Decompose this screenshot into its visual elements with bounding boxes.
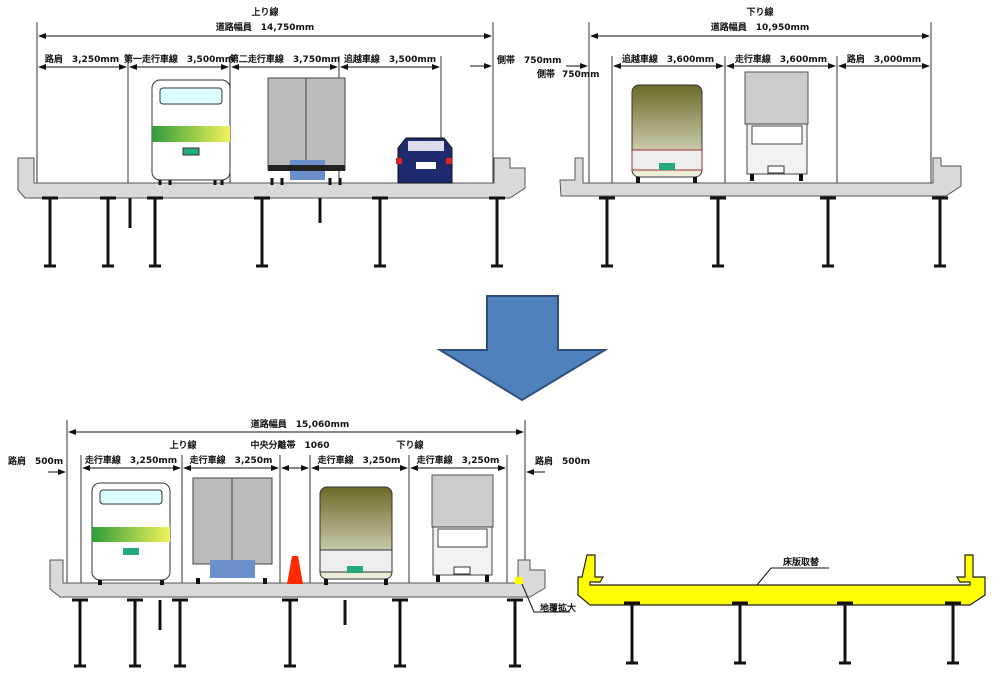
replaced-slab-section: 床版取替: [577, 554, 986, 665]
deck-slab: [559, 157, 962, 197]
traffic-cone-icon: [287, 556, 303, 584]
up-lane-label: 第一走行車線 3,500mm: [124, 53, 234, 65]
after-lane-label: 走行車線 3,250mm: [84, 454, 177, 466]
deck-slab: [17, 157, 526, 199]
up-title: 上り線: [251, 6, 278, 18]
bus-front-illustration: [631, 84, 703, 183]
after-up-title: 上り線: [169, 439, 196, 451]
up-lane-label: 路肩 3,250mm: [45, 53, 119, 65]
after-total-width: 道路幅員 15,060mm: [251, 418, 350, 430]
down-side-strip-value: 750mm: [562, 70, 600, 80]
down-title: 下り線: [746, 6, 773, 18]
bus-front-illustration: [319, 486, 393, 585]
curb-note: 地覆拡大: [540, 602, 576, 614]
girders: [72, 598, 523, 668]
down-side-strip-label: 側帯: [536, 68, 555, 80]
truck-front-illustration: [431, 474, 494, 582]
down-lane-label: 走行車線 3,600mm: [734, 53, 827, 65]
girders: [42, 196, 505, 268]
after-lane-label: 走行車線 3,250m: [317, 454, 401, 466]
up-total-width: 道路幅員 14,750mm: [216, 21, 315, 33]
replaced-deck-slab: [577, 554, 986, 606]
deck-slab: [49, 559, 546, 598]
down-arrow: [436, 295, 609, 402]
after-lane-label: 走行車線 3,250m: [416, 454, 500, 466]
after-down-title: 下り線: [396, 439, 423, 451]
down-total-width: 道路幅員 10,950mm: [711, 21, 810, 33]
bus-rear-illustration: [151, 79, 231, 185]
slab-note: 床版取替: [783, 556, 820, 568]
up-lane-label: 追越車線 3,500mm: [344, 53, 436, 65]
after-lane-label: 走行車線 3,250m: [189, 454, 273, 466]
girders: [599, 196, 948, 268]
before-up-section: 上り線 道路幅員 14,750mm 路肩 3,250mm 第一走行車線 3,50…: [17, 6, 562, 268]
truck-rear-illustration: [267, 77, 346, 185]
curb-widening-mark: [515, 577, 523, 584]
down-lane-label: 路肩 3,000mm: [847, 53, 921, 65]
up-lane-label: 第二走行車線 3,750mm: [230, 53, 340, 65]
truck-front-illustration: [744, 71, 809, 181]
car-rear-illustration: [396, 137, 453, 184]
before-down-section: 下り線 道路幅員 10,950mm 追越車線 3,600mm 走行車線 3,60…: [536, 6, 962, 268]
after-section: 道路幅員 15,060mm 上り線 中央分離帯 1060 下り線 路肩 500m…: [8, 418, 590, 668]
bus-rear-illustration: [91, 482, 171, 585]
after-median: 中央分離帯 1060: [250, 439, 329, 451]
after-shoulder-left: 路肩 500m: [8, 455, 63, 467]
after-shoulder-right: 路肩 500m: [535, 455, 590, 467]
truck-rear-illustration: [192, 477, 273, 584]
up-side-strip: 側帯 750mm: [496, 54, 562, 66]
down-lane-label: 追越車線 3,600mm: [622, 53, 714, 65]
